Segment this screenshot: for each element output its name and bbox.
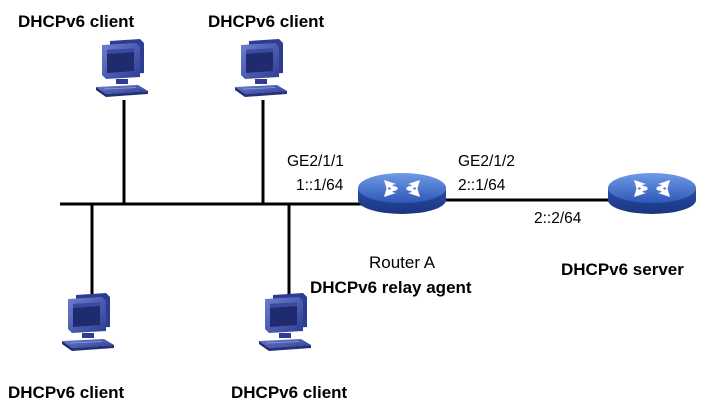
router-a-name: Router A: [369, 253, 436, 272]
router-a-icon: [358, 173, 446, 214]
client-pc-icon-top-left: [95, 38, 149, 98]
client-pc-icon-bottom-left: [61, 292, 115, 352]
client-label-bottom-right: DHCPv6 client: [231, 383, 348, 402]
interface-left-label: GE2/1/1: [287, 153, 344, 170]
client-label-bottom-left: DHCPv6 client: [8, 383, 125, 402]
server-role-label: DHCPv6 server: [561, 260, 684, 279]
client-label-top-left: DHCPv6 client: [18, 12, 135, 31]
client-label-top-right: DHCPv6 client: [208, 12, 325, 31]
address-right-label: 2::1/64: [458, 177, 506, 194]
server-device-label: ROUTER: [642, 216, 668, 222]
client-pc-icon-bottom-right: [258, 292, 312, 352]
connection-lines: [60, 100, 614, 300]
server-router-icon: [608, 173, 696, 214]
server-address-label: 2::2/64: [534, 210, 582, 227]
router-a-device-label: ROUTER: [393, 222, 419, 228]
router-a-role: DHCPv6 relay agent: [310, 278, 472, 297]
client-pc-icon-top-right: [234, 38, 288, 98]
interface-right-label: GE2/1/2: [458, 153, 515, 170]
address-left-label: 1::1/64: [296, 177, 344, 194]
